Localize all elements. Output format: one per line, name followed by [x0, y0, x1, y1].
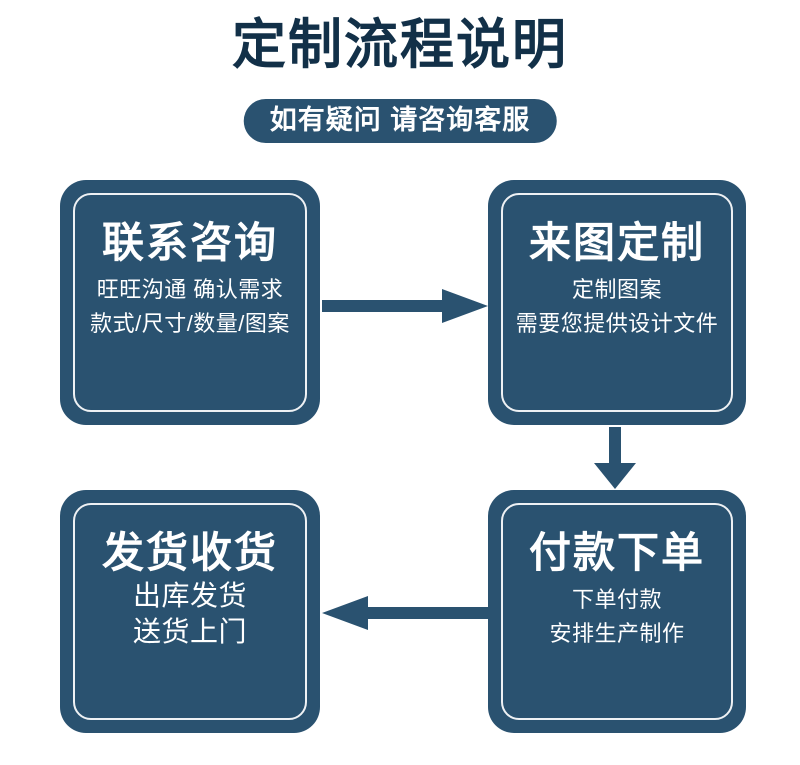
step-lines-1: 旺旺沟通 确认需求 款式/尺寸/数量/图案 [90, 276, 290, 338]
step-card-1: 联系咨询 旺旺沟通 确认需求 款式/尺寸/数量/图案 [60, 180, 320, 425]
step-line: 安排生产制作 [549, 621, 685, 646]
step-lines-4: 出库发货 送货上门 [133, 579, 247, 649]
step-line: 下单付款 [571, 587, 662, 612]
step-line: 送货上门 [132, 616, 247, 647]
step-title-2: 来图定制 [528, 219, 705, 266]
step-line: 需要您提供设计文件 [515, 311, 719, 336]
subtitle-pill: 如有疑问 请咨询客服 [243, 99, 557, 143]
step-lines-2: 定制图案 需要您提供设计文件 [516, 276, 719, 338]
arrow-left-icon [322, 593, 488, 633]
step-content-3: 付款下单 下单付款 安排生产制作 [501, 503, 733, 720]
step-title-4: 发货收货 [101, 529, 278, 576]
arrow-down-icon [588, 427, 642, 489]
step-line: 旺旺沟通 确认需求 [96, 277, 284, 302]
page-title: 定制流程说明 [232, 15, 568, 75]
step-content-1: 联系咨询 旺旺沟通 确认需求 款式/尺寸/数量/图案 [73, 193, 307, 412]
step-content-2: 来图定制 定制图案 需要您提供设计文件 [501, 193, 733, 412]
arrow-right-icon [322, 286, 488, 326]
step-line: 款式/尺寸/数量/图案 [90, 311, 290, 336]
step-title-3: 付款下单 [528, 529, 705, 576]
step-card-2: 来图定制 定制图案 需要您提供设计文件 [488, 180, 746, 425]
step-card-4: 发货收货 出库发货 送货上门 [60, 490, 320, 733]
step-line: 定制图案 [571, 277, 662, 302]
step-card-3: 付款下单 下单付款 安排生产制作 [488, 490, 746, 733]
step-content-4: 发货收货 出库发货 送货上门 [73, 503, 307, 720]
step-title-1: 联系咨询 [101, 219, 278, 266]
step-lines-3: 下单付款 安排生产制作 [549, 586, 684, 648]
step-line: 出库发货 [132, 580, 247, 611]
